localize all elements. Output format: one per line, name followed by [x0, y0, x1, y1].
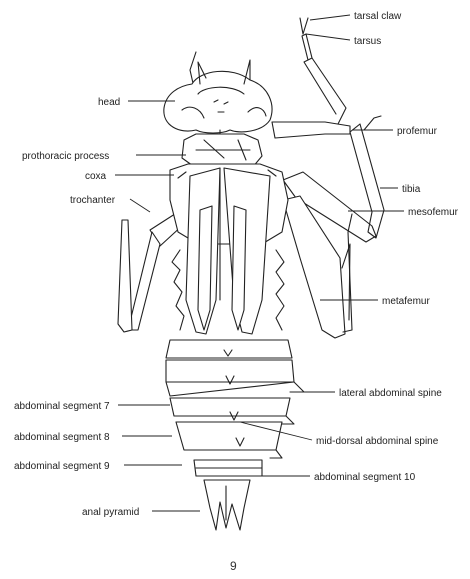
- abdominal-segment-6: [166, 340, 292, 358]
- label-abdominal-segment-9: abdominal segment 9: [14, 461, 110, 472]
- label-tibia: tibia: [402, 184, 421, 195]
- label-lateral-abdominal-spine: lateral abdominal spine: [339, 388, 442, 399]
- label-trochanter: trochanter: [70, 195, 116, 206]
- abdominal-segment-10: [194, 460, 262, 476]
- right-foreleg: [272, 18, 350, 138]
- label-mid-dorsal-abdominal-spine: mid-dorsal abdominal spine: [316, 436, 439, 447]
- abdominal-segment-9: [176, 422, 282, 458]
- abdominal-segment-8: [170, 398, 294, 424]
- label-head: head: [98, 97, 120, 108]
- head: [164, 60, 272, 146]
- label-mesofemur: mesofemur: [408, 207, 459, 218]
- label-abdominal-segment-7: abdominal segment 7: [14, 401, 110, 412]
- label-tarsal-claw: tarsal claw: [354, 11, 402, 22]
- label-abdominal-segment-8: abdominal segment 8: [14, 432, 110, 443]
- label-prothoracic-process: prothoracic process: [22, 151, 109, 162]
- abdominal-segment-7: [166, 360, 304, 396]
- label-anal-pyramid: anal pyramid: [82, 507, 139, 518]
- label-profemur: profemur: [397, 126, 438, 137]
- wing-pads: [186, 168, 270, 334]
- label-tarsus: tarsus: [354, 36, 381, 47]
- page-number: 9: [230, 559, 237, 573]
- label-coxa: coxa: [85, 171, 107, 182]
- label-abdominal-segment-10: abdominal segment 10: [314, 472, 416, 483]
- label-metafemur: metafemur: [382, 296, 430, 307]
- anal-pyramid: [204, 480, 250, 530]
- left-midleg: [118, 212, 184, 332]
